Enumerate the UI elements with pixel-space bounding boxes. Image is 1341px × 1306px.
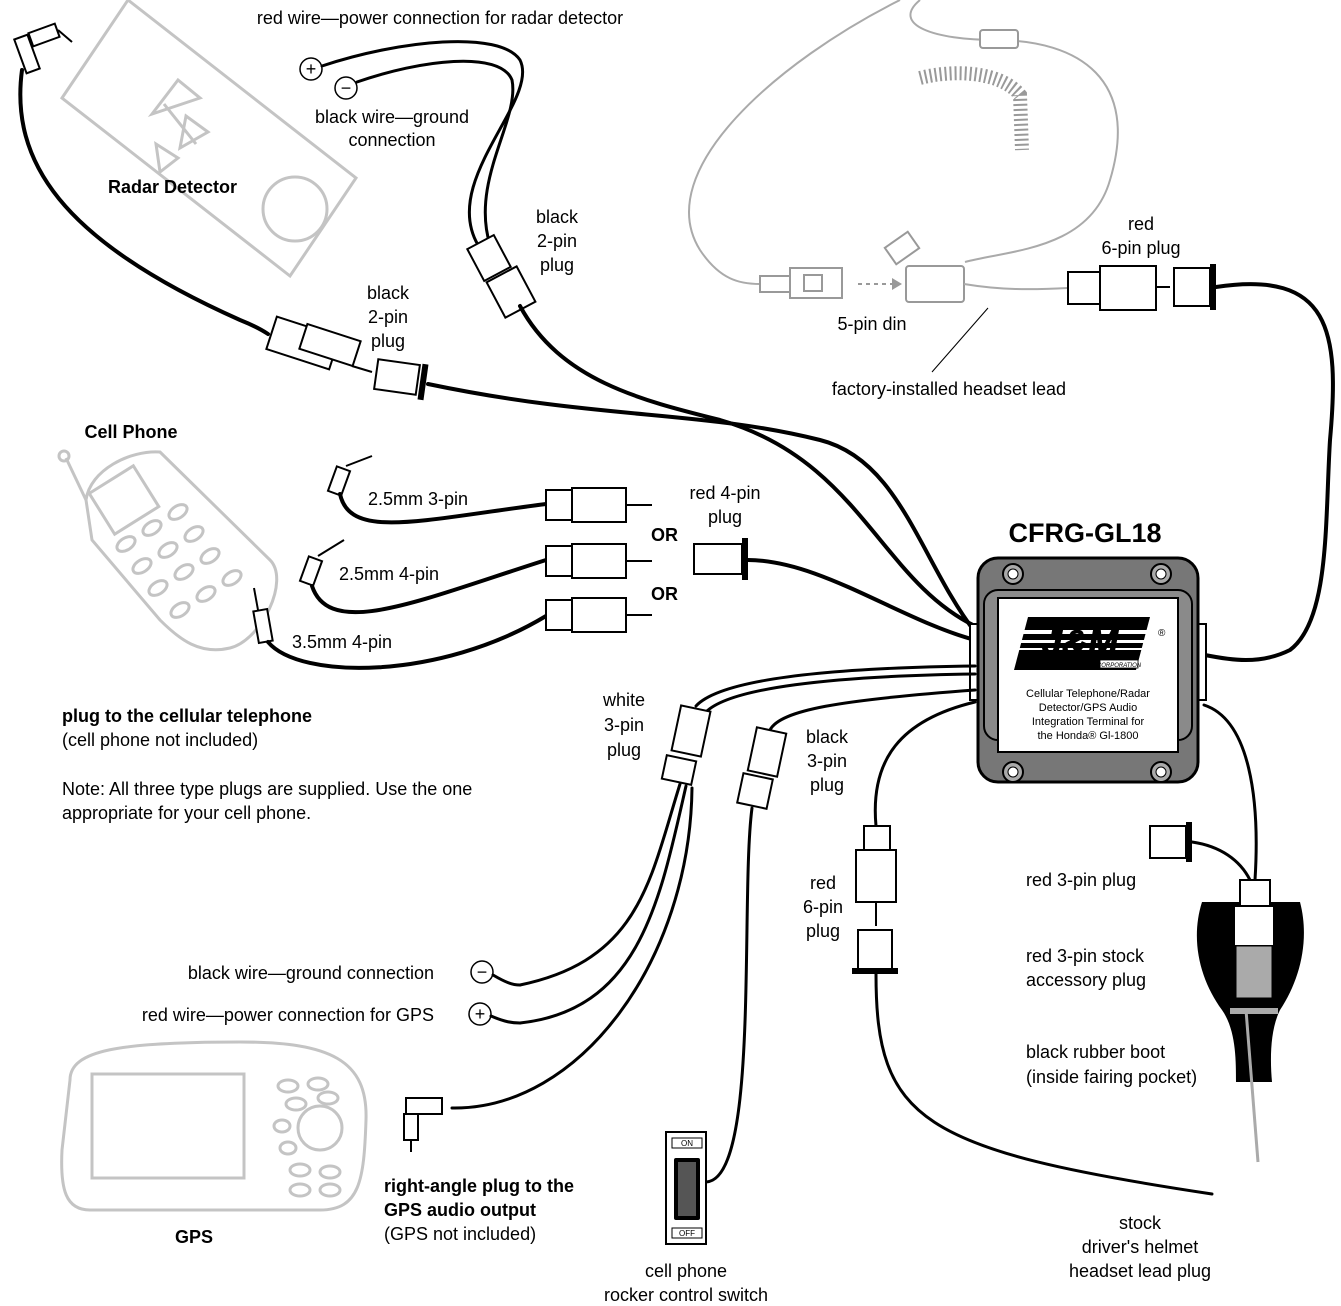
switch-label: cell phone (645, 1261, 727, 1281)
pin-2-5mm-4-label: 2.5mm 4-pin (339, 564, 439, 584)
gps-unit (60, 1040, 368, 1212)
white-3-pin-label-3: plug (607, 740, 641, 760)
gps-terminal-icons: − + (468, 960, 522, 1026)
power-plug-label: black (536, 207, 579, 227)
cfrg-module: J&M CORPORATION ® Cellular Telephone/Rad… (969, 556, 1207, 784)
red-6-pin-plug-top (1067, 264, 1335, 662)
radar-2-pin-plug (265, 315, 977, 634)
radar-audio-plug (12, 22, 270, 336)
power-plug-label-2: 2-pin (537, 231, 577, 251)
plus-icon: + (306, 59, 317, 79)
coiled-cord (918, 66, 1029, 151)
radar-plug-label-3: plug (371, 331, 405, 351)
module-label-line-1: Cellular Telephone/Radar (1026, 688, 1150, 700)
red-6-pin-top-label: red (1128, 214, 1154, 234)
red-6-pin-bottom-label-2: 6-pin (803, 897, 843, 917)
red-4-pin-label-2: plug (708, 507, 742, 527)
red-4-pin-label: red 4-pin (689, 483, 760, 503)
red-3-pin-stock-label-2: accessory plug (1026, 970, 1146, 990)
or-label: OR (651, 525, 678, 545)
module-label-line-2: Detector/GPS Audio (1039, 702, 1137, 714)
phone-plug-2-5mm-4-pin (298, 539, 652, 615)
svg-text:OFF: OFF (679, 1229, 695, 1238)
labels: red wire—power connection for radar dete… (62, 8, 1211, 1305)
gps-audio-plug (403, 1097, 443, 1152)
jm-logo: J&M CORPORATION ® (1014, 617, 1166, 670)
radar-power-wires: + − (299, 40, 977, 628)
phone-plug-2-5mm-3-pin (326, 455, 652, 525)
factory-lead-label: factory-installed headset lead (832, 379, 1066, 399)
gps-plug-label-3: (GPS not included) (384, 1224, 536, 1244)
helmet-label-3: headset lead plug (1069, 1261, 1211, 1281)
factory-headset-lead (688, 0, 1119, 303)
boot-label: black rubber boot (1026, 1042, 1165, 1062)
cell-plug-title: plug to the cellular telephone (62, 706, 312, 726)
svg-text:J&M: J&M (1042, 622, 1119, 663)
radar-ground-label-2: connection (348, 130, 435, 150)
pin-3-5mm-4-label: 3.5mm 4-pin (292, 632, 392, 652)
module-label-line-4: the Honda® Gl-1800 (1037, 730, 1138, 742)
red-3-pin-label: red 3-pin plug (1026, 870, 1136, 890)
white-3-pin-label: white (602, 690, 645, 710)
red-4-pin-plug (693, 538, 977, 642)
white-3-pin-plug (450, 664, 977, 1110)
note-line-1: Note: All three type plugs are supplied.… (62, 779, 472, 799)
white-3-pin-label-2: 3-pin (604, 715, 644, 735)
switch-label-2: rocker control switch (604, 1285, 768, 1305)
black-3-pin-label: black (806, 727, 849, 747)
black-3-pin-label-2: 3-pin (807, 751, 847, 771)
red-6-pin-bottom-label: red (810, 873, 836, 893)
pin-2-5mm-3-label: 2.5mm 3-pin (368, 489, 468, 509)
cell-phone (57, 449, 279, 652)
svg-text:ON: ON (681, 1139, 693, 1148)
gps-plug-label: right-angle plug to the (384, 1176, 574, 1196)
black-3-pin-plug (704, 688, 977, 1184)
svg-text:CORPORATION: CORPORATION (1097, 663, 1142, 669)
module-label-line-3: Integration Terminal for (1032, 716, 1145, 728)
cell-plug-note: (cell phone not included) (62, 730, 258, 750)
din-label: 5-pin din (837, 314, 906, 334)
helmet-label: stock (1119, 1213, 1162, 1233)
radar-detector (59, 0, 359, 279)
phone-plug-3-5mm-4-pin (252, 587, 652, 670)
red-6-pin-top-label-2: 6-pin plug (1101, 238, 1180, 258)
red-6-pin-plug-bottom (852, 700, 1214, 1196)
minus-icon: − (477, 962, 488, 982)
gps-label: GPS (175, 1227, 213, 1247)
cell-phone-label: Cell Phone (84, 422, 177, 442)
radar-plug-label-2: 2-pin (368, 307, 408, 327)
radar-detector-label: Radar Detector (108, 177, 237, 197)
gps-ground-label: black wire—ground connection (188, 963, 434, 983)
cfrg-title: CFRG-GL18 (1008, 518, 1161, 548)
rocker-switch: ON OFF (665, 1131, 707, 1245)
svg-text:®: ® (1158, 628, 1166, 639)
helmet-label-2: driver's helmet (1082, 1237, 1198, 1257)
red-3-pin-stock-label: red 3-pin stock (1026, 946, 1145, 966)
gps-power-label: red wire—power connection for GPS (142, 1005, 434, 1025)
power-plug-label-3: plug (540, 255, 574, 275)
radar-plug-label: black (367, 283, 410, 303)
minus-icon: − (341, 78, 352, 98)
black-3-pin-label-3: plug (810, 775, 844, 795)
gps-plug-label-2: GPS audio output (384, 1200, 536, 1220)
accessory-connection (1149, 703, 1304, 1163)
mount-hole (1002, 563, 1172, 783)
boot-label-2: (inside fairing pocket) (1026, 1067, 1197, 1087)
plus-icon: + (475, 1004, 486, 1024)
red-6-pin-bottom-label-3: plug (806, 921, 840, 941)
note-line-2: appropriate for your cell phone. (62, 803, 311, 823)
or-label-2: OR (651, 584, 678, 604)
radar-power-label: red wire—power connection for radar dete… (257, 8, 623, 28)
radar-ground-label: black wire—ground (315, 107, 469, 127)
